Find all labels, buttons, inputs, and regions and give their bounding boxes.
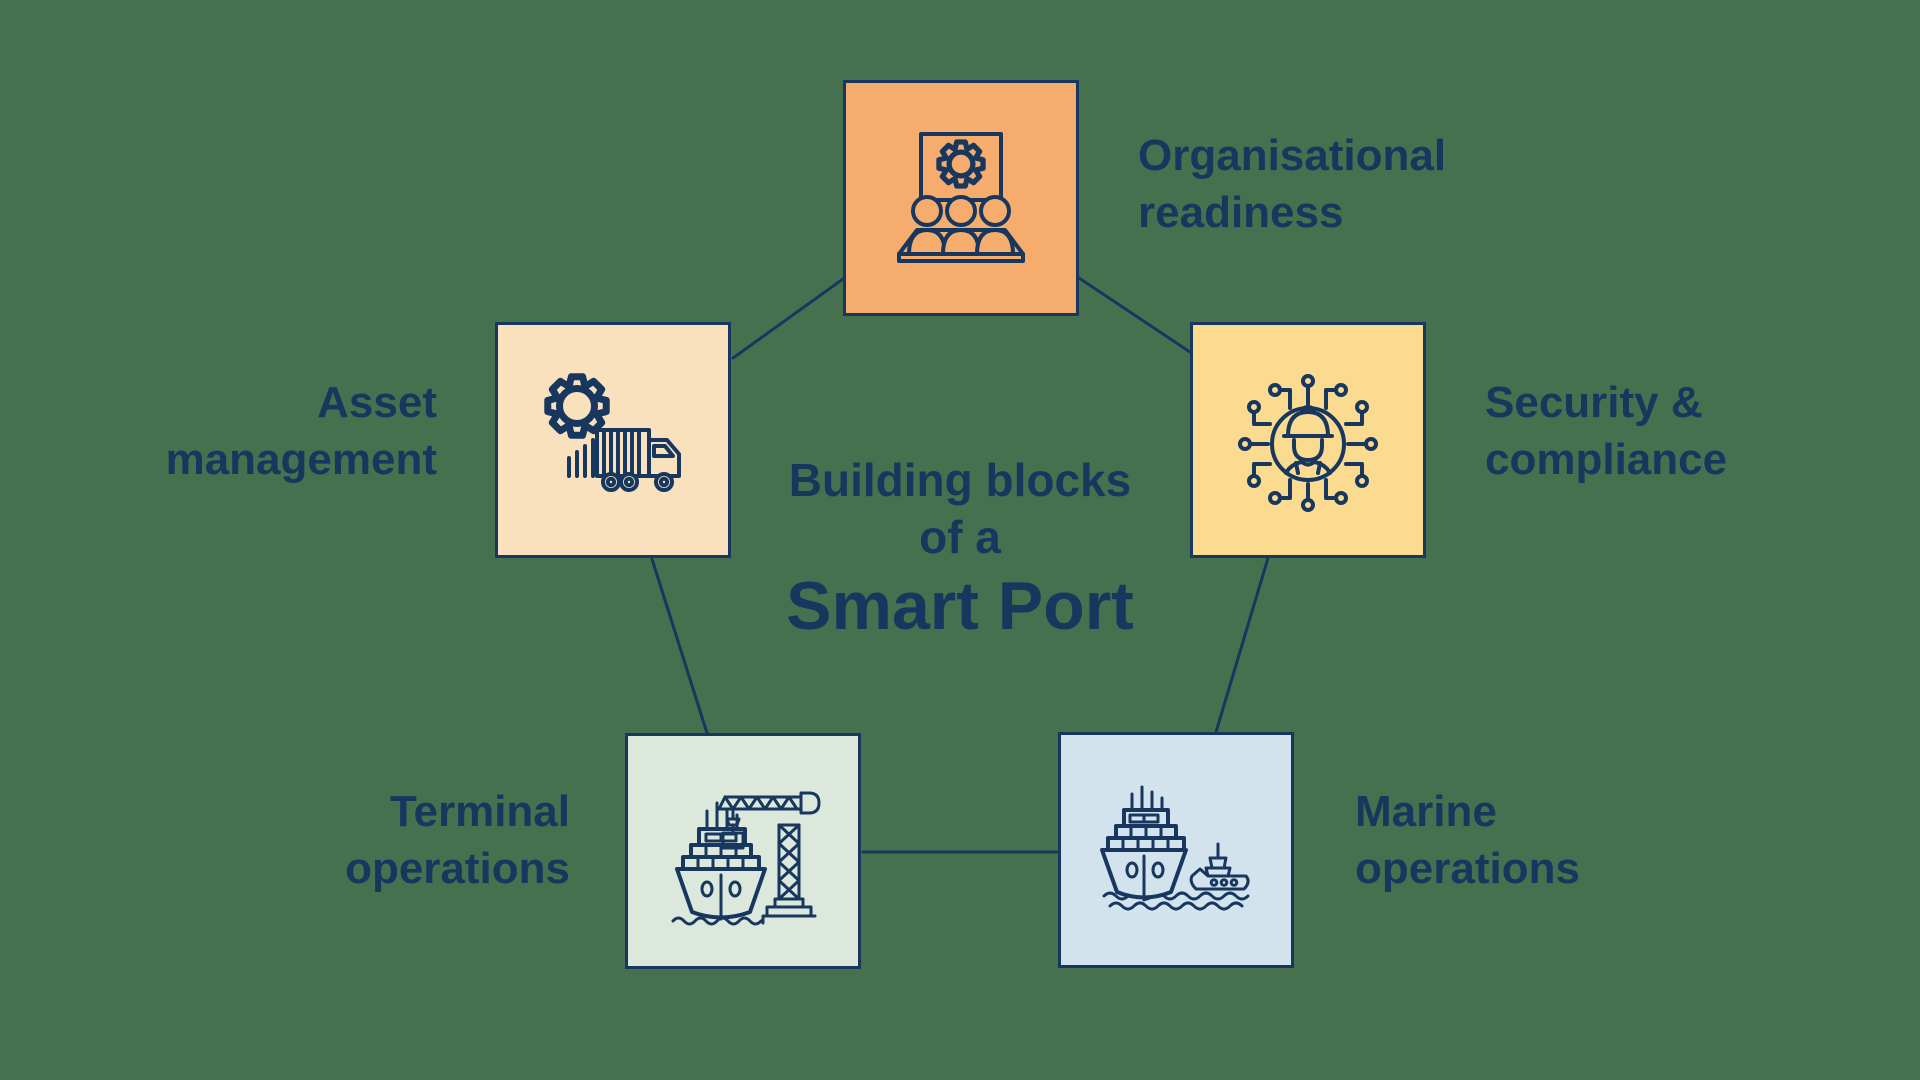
label-line: management xyxy=(165,435,437,484)
label-line: operations xyxy=(1355,844,1580,893)
title-line-3: Smart Port xyxy=(786,568,1134,644)
label-line: operations xyxy=(345,844,570,893)
marine-operations-label: Marine operations xyxy=(1355,783,1580,897)
label-line: compliance xyxy=(1485,435,1728,484)
organisational-readiness-card xyxy=(843,80,1079,316)
asset-management-card xyxy=(495,322,731,558)
connector-organisational-security xyxy=(1077,276,1192,354)
organisational-readiness-label: Organisational readiness xyxy=(1138,127,1446,241)
terminal-operations-card xyxy=(625,733,861,969)
label-line: Organisational xyxy=(1138,131,1447,180)
label-line: Security & xyxy=(1485,378,1703,427)
label-line: Marine xyxy=(1355,787,1497,836)
label-line: Asset xyxy=(317,378,437,427)
worker-network-icon xyxy=(1238,374,1378,512)
label-line: Terminal xyxy=(389,787,570,836)
ship-tugboat-icon xyxy=(1100,785,1250,911)
ship-crane-icon xyxy=(671,791,821,926)
title-line-1: Building blocks xyxy=(788,454,1132,506)
security-compliance-card xyxy=(1190,322,1426,558)
security-compliance-label: Security & compliance xyxy=(1485,374,1727,488)
connector-asset-terminal xyxy=(650,557,709,735)
connector-security-marine xyxy=(1214,556,1270,734)
title-line-2: of a xyxy=(919,511,1001,563)
marine-operations-card xyxy=(1058,732,1294,968)
gear-truck-icon xyxy=(544,373,681,492)
presentation-gear-audience-icon xyxy=(897,132,1025,263)
diagram-title: Building blocks of a Smart Port xyxy=(660,452,1260,646)
label-line: readiness xyxy=(1138,188,1344,237)
terminal-operations-label: Terminal operations xyxy=(345,783,570,897)
asset-management-label: Asset management xyxy=(166,374,437,488)
connector-organisational-asset xyxy=(731,277,845,360)
